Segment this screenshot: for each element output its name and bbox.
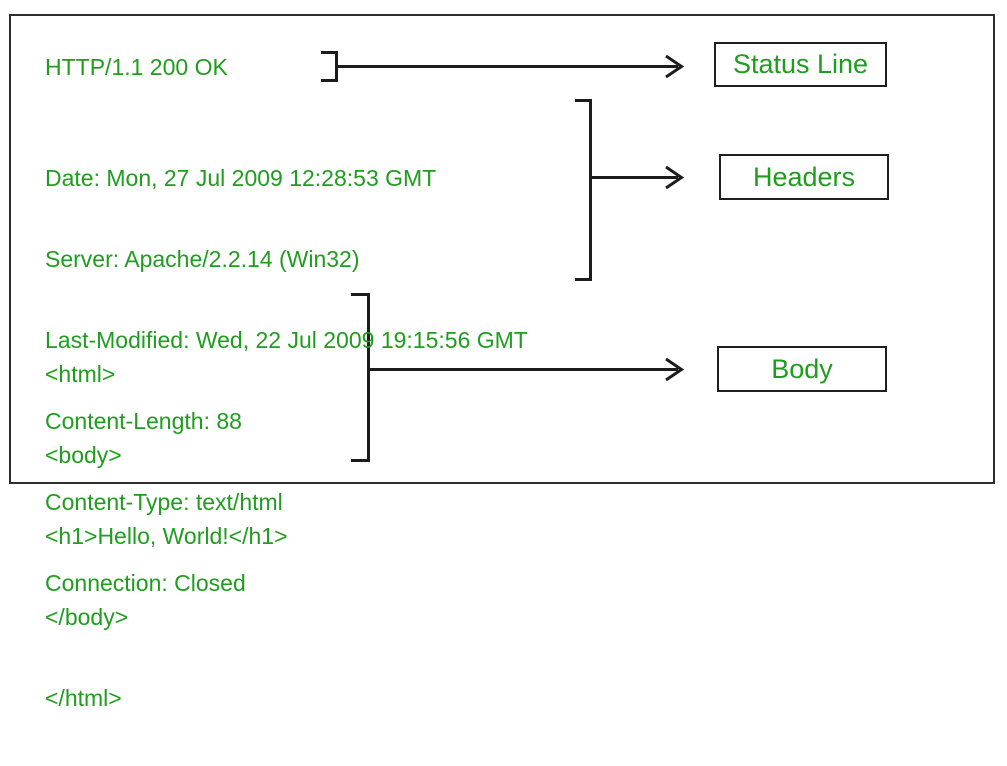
body-line: </html> [45, 685, 122, 711]
body-line: <html> [45, 361, 116, 387]
header-line: Content-Length: 88 [45, 408, 242, 434]
body-label: Body [771, 353, 833, 384]
body-line: </body> [45, 604, 129, 630]
header-line: Last-Modified: Wed, 22 Jul 2009 19:15:56… [45, 327, 528, 353]
body-label-box: Body [717, 346, 887, 392]
http-response-diagram: HTTP/1.1 200 OK Date: Mon, 27 Jul 2009 1… [9, 14, 995, 711]
header-line: Date: Mon, 27 Jul 2009 12:28:53 GMT [45, 165, 437, 191]
status-line-label-box: Status Line [714, 42, 887, 87]
body-line: <body> [45, 442, 122, 468]
diagram-outer-border [9, 14, 995, 484]
headers-label: Headers [752, 161, 856, 192]
status-line-label: Status Line [732, 49, 869, 79]
body-text-block: <html> <body> <h1>Hello, World!</h1> </b… [45, 307, 288, 766]
headers-label-box: Headers [719, 154, 889, 200]
body-line: <h1>Hello, World!</h1> [45, 523, 288, 549]
header-line: Server: Apache/2.2.14 (Win32) [45, 246, 360, 272]
status-line-text: HTTP/1.1 200 OK [45, 54, 228, 80]
